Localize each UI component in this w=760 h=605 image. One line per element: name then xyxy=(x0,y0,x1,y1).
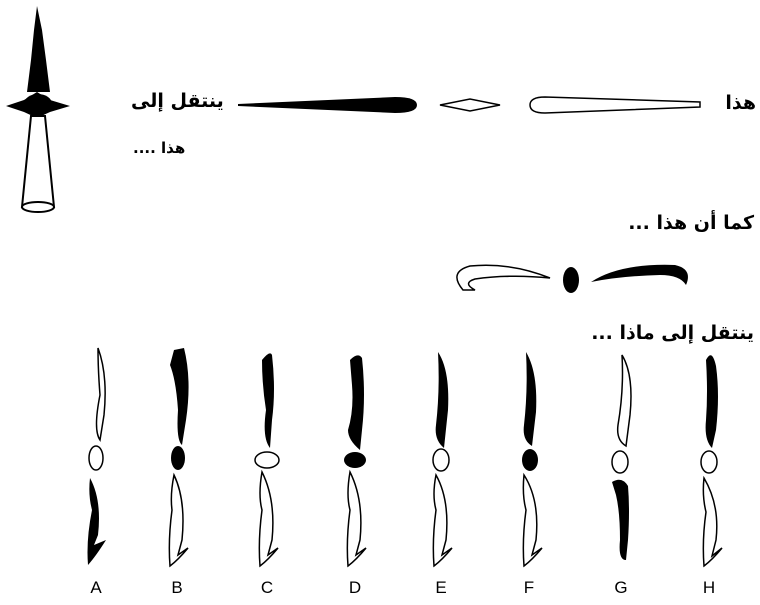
option-label-c: C xyxy=(257,578,277,598)
white-bar-shape xyxy=(530,97,700,113)
option-label-a: A xyxy=(86,578,106,598)
option-d-figure xyxy=(344,355,366,566)
option-b-figure xyxy=(169,348,188,566)
option-f-figure xyxy=(522,352,542,566)
option-label-f: F xyxy=(519,578,539,598)
curved-shapes-row xyxy=(457,265,688,293)
option-c-figure xyxy=(255,353,279,566)
option-h-figure xyxy=(701,355,722,566)
left-cone-figure xyxy=(6,6,70,212)
label-moves-to: ينتقل إلى xyxy=(131,90,224,112)
label-this-right: هذا xyxy=(725,92,756,114)
option-e-figure xyxy=(433,352,452,566)
option-label-h: H xyxy=(699,578,719,598)
label-as-this: كما أن هذا ... xyxy=(628,212,754,234)
label-moves-to-what: ينتقل إلى ماذا ... xyxy=(591,322,754,344)
option-figures xyxy=(88,348,723,566)
option-label-b: B xyxy=(167,578,187,598)
option-a-figure xyxy=(88,348,107,565)
black-bar-shape xyxy=(238,97,417,113)
label-this-dots: هذا .... xyxy=(133,139,185,157)
option-g-figure xyxy=(612,355,631,560)
diamond-shape xyxy=(440,99,500,111)
option-label-e: E xyxy=(431,578,451,598)
option-label-d: D xyxy=(345,578,365,598)
option-label-g: G xyxy=(611,578,631,598)
